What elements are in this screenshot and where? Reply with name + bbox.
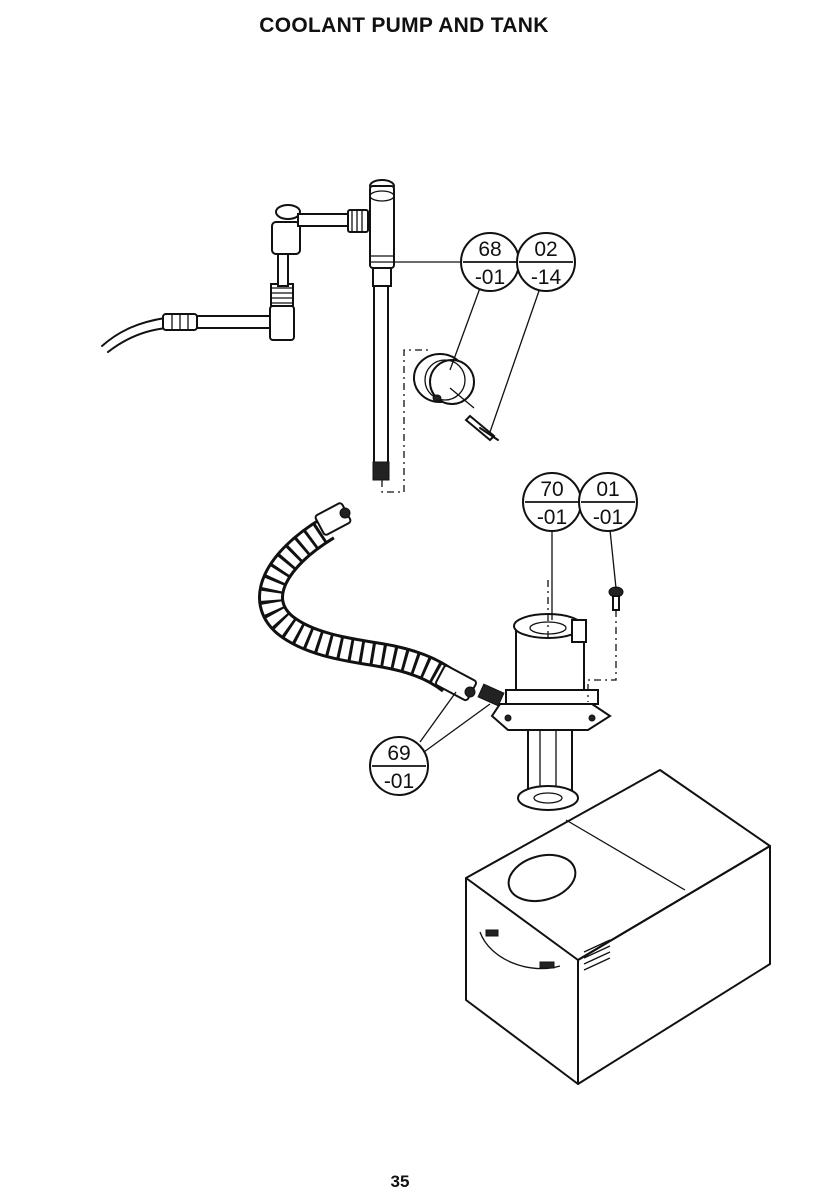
valve-body [413, 353, 475, 409]
flow-leader-line [381, 349, 430, 493]
valve-screw [464, 414, 499, 442]
svg-text:70: 70 [540, 478, 563, 501]
callout-69-01: 69 -01 [369, 736, 429, 796]
page-number: 35 [390, 1172, 410, 1191]
svg-text:69: 69 [387, 742, 410, 765]
page-title: COOLANT PUMP AND TANK [259, 14, 549, 37]
callout-70-01: 70 -01 [522, 472, 582, 532]
screw-leader-line [587, 610, 617, 702]
coolant-pump [490, 613, 612, 811]
leader-69-01-b [423, 703, 491, 753]
svg-text:68: 68 [478, 238, 501, 261]
svg-text:01: 01 [596, 478, 619, 501]
svg-text:02: 02 [534, 238, 557, 261]
leader-02-14 [489, 287, 541, 433]
leader-69-01-a [419, 691, 457, 743]
coolant-tank [465, 769, 771, 1085]
svg-text:-01: -01 [384, 770, 414, 793]
tee-fitting-and-pipe [369, 179, 395, 481]
flexible-coolant-hose [258, 502, 477, 702]
svg-text:-01: -01 [475, 266, 505, 289]
callout-68-01: 68 -01 [460, 232, 520, 292]
callout-01-01: 01 -01 [578, 472, 638, 532]
hose-nipple-fitting [477, 683, 505, 707]
callout-02-14: 02 -14 [516, 232, 576, 292]
coolant-nozzle-assembly [101, 204, 369, 353]
svg-text:-01: -01 [593, 506, 623, 529]
svg-text:-14: -14 [531, 266, 562, 289]
leader-01-01 [609, 529, 617, 589]
svg-text:-01: -01 [537, 506, 567, 529]
pump-mounting-screw [608, 586, 624, 611]
